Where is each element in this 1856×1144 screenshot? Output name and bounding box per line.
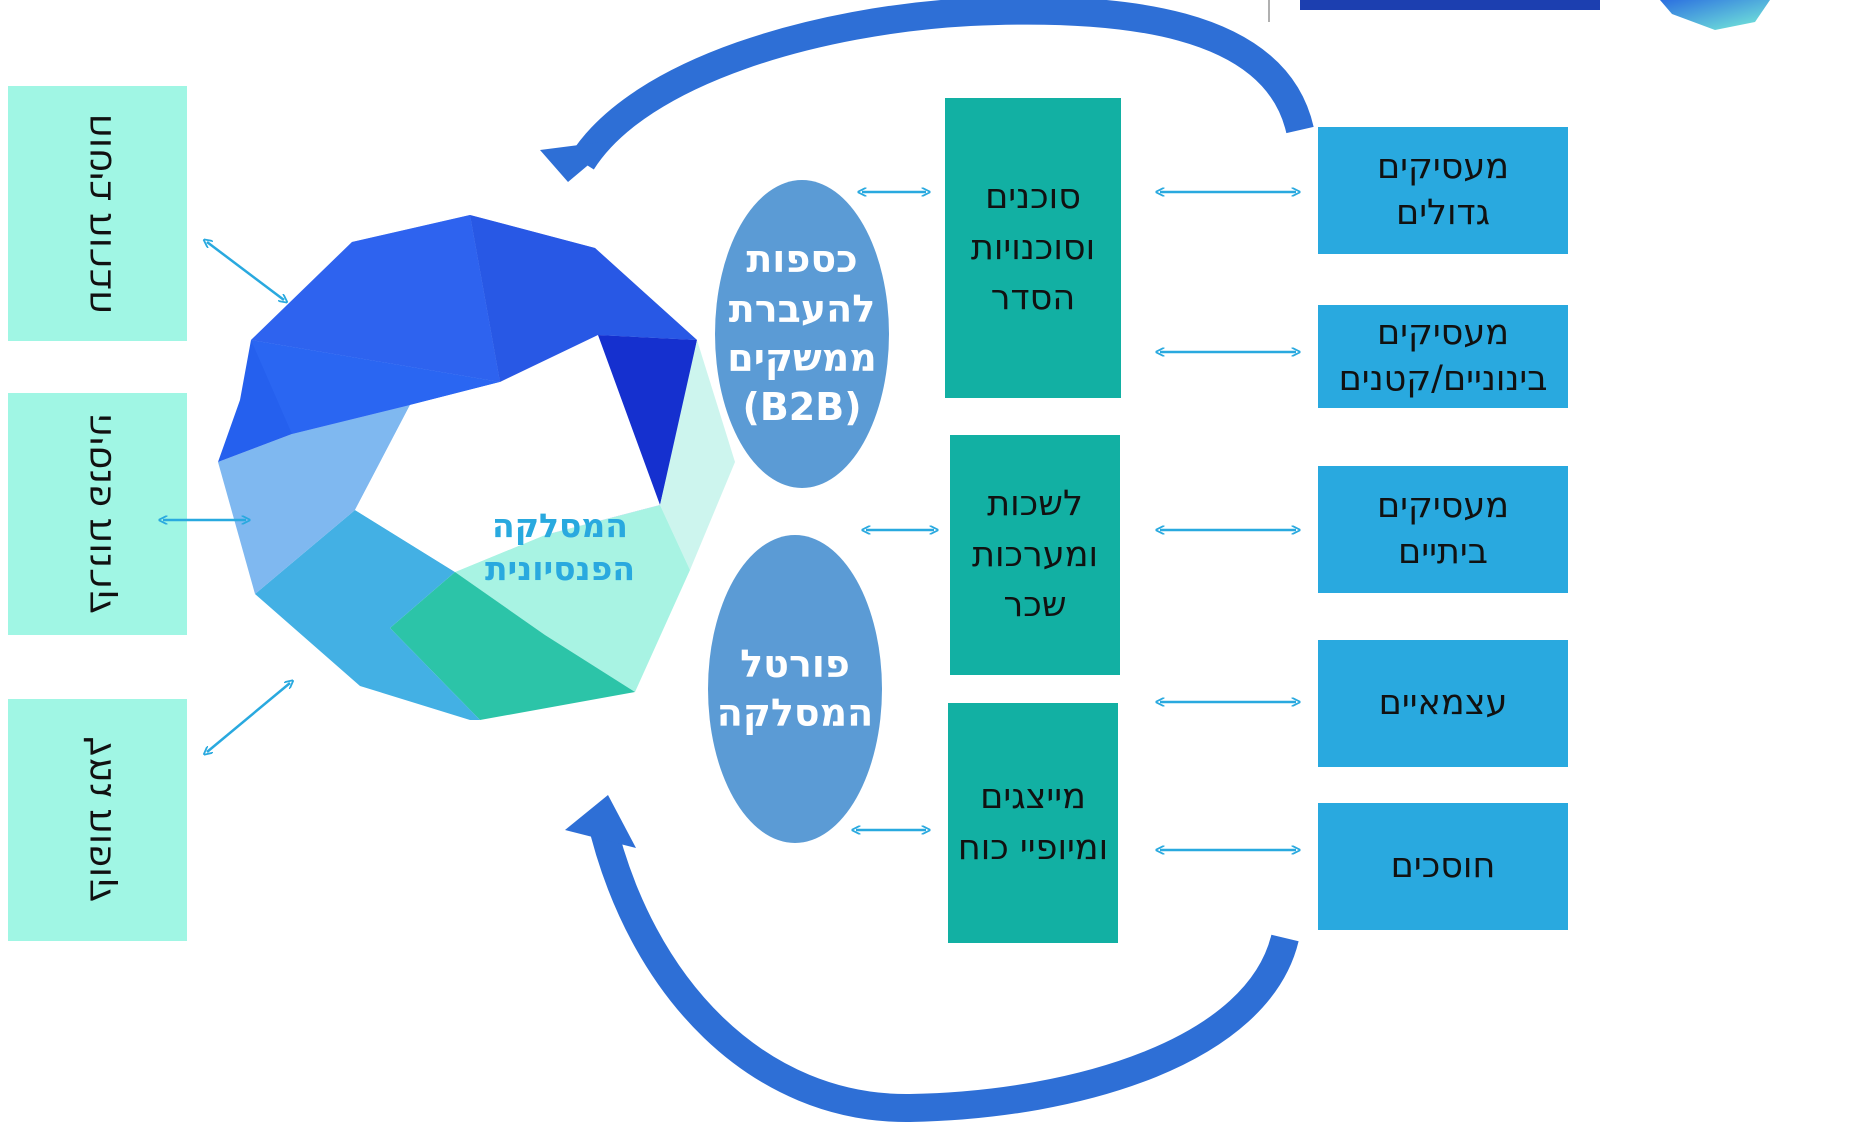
employer-box-savers: חוסכים xyxy=(1318,803,1568,930)
company-box-insurance: חברות ביטוח xyxy=(8,86,187,341)
logo-fragment xyxy=(1268,0,1770,30)
connector-arrow xyxy=(207,242,284,300)
clearing-ring-graphic xyxy=(218,215,735,720)
employer-box-self-employed: עצמאיים xyxy=(1318,640,1568,767)
company-box-pension-funds: קרנות פנסיה xyxy=(8,393,187,635)
company-box-provident-funds: קופות גמל xyxy=(8,699,187,941)
connector-arrow xyxy=(207,683,290,752)
flow-arrow-bottom xyxy=(565,795,1299,1123)
center-label: המסלקה הפנסיונית xyxy=(484,506,635,588)
flow-arrow-top xyxy=(540,0,1314,182)
